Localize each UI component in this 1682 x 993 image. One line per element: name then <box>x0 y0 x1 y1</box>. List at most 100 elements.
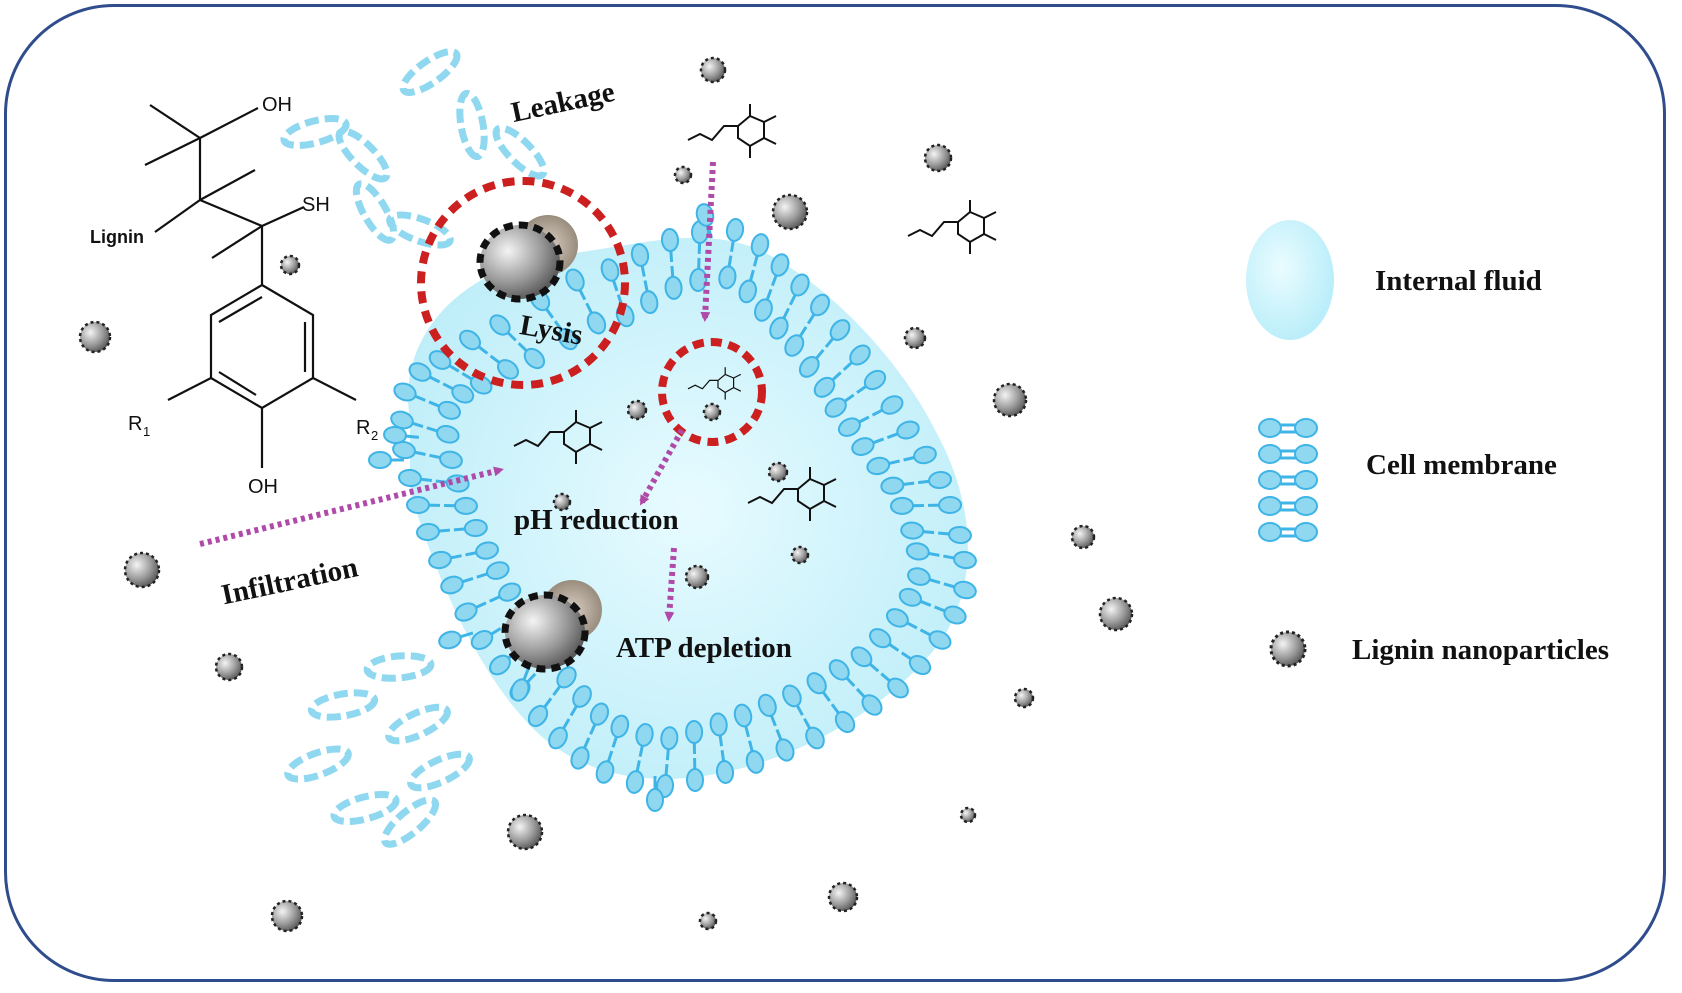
infiltration-label: Infiltration <box>219 551 361 611</box>
phospholipid <box>392 440 426 460</box>
phospholipid <box>919 628 952 650</box>
phospholipid <box>393 382 426 402</box>
phospholipid <box>803 717 825 750</box>
phospholipid <box>428 400 461 420</box>
arrow-to-ph <box>639 428 685 506</box>
phenolic-molecule <box>687 367 742 400</box>
arrow-down-to-ring <box>700 161 716 322</box>
membrane-fragment <box>386 211 454 249</box>
phospholipid <box>927 495 962 515</box>
nanoparticle <box>702 402 722 422</box>
phospholipid <box>461 372 493 395</box>
nanoparticle <box>771 193 809 231</box>
legend-cell-membrane-label: Cell membrane <box>1366 449 1557 481</box>
nanoparticle <box>123 551 161 589</box>
phospholipid <box>548 718 571 750</box>
phospholipid <box>738 269 757 304</box>
phospholipid <box>837 415 870 437</box>
phospholipid <box>527 697 553 728</box>
phospholipid <box>440 575 474 595</box>
phospholipid <box>769 307 790 340</box>
membrane-fragment <box>335 127 391 183</box>
phospholipid <box>438 630 474 650</box>
nanoparticle <box>992 382 1028 418</box>
leakage-label: Leakage <box>508 76 617 129</box>
lignin-label: Lignin <box>90 227 144 247</box>
ph-reduction-label: pH reduction <box>514 504 679 536</box>
r1-label: R 1 <box>128 413 150 439</box>
phospholipid <box>851 437 885 456</box>
membrane-fragment <box>284 745 352 783</box>
phospholipid <box>775 728 795 762</box>
nanoparticle <box>214 652 244 682</box>
phospholipid <box>850 646 880 673</box>
phospholipid <box>871 395 904 417</box>
nanoparticle <box>552 492 572 512</box>
sh-label: SH <box>302 194 330 216</box>
phospholipid <box>470 627 502 650</box>
membrane-fragment <box>407 750 473 792</box>
phospholipid <box>869 628 900 652</box>
svg-text:R: R <box>128 413 142 435</box>
oh-bottom-label: OH <box>248 476 278 498</box>
nanoparticle <box>767 461 789 483</box>
phospholipid <box>824 393 855 418</box>
phospholipid <box>725 218 745 252</box>
phospholipid <box>465 541 499 560</box>
phospholipid <box>754 288 773 322</box>
nanoparticle <box>903 326 927 350</box>
membrane-fragment <box>363 652 435 682</box>
phospholipid <box>489 582 522 603</box>
membrane-fragment <box>330 791 400 825</box>
phospholipid <box>917 470 952 490</box>
legend-lignin-nanoparticles-label: Lignin nanoparticles <box>1352 634 1609 666</box>
legend-internal-fluid-label: Internal fluid <box>1375 265 1542 297</box>
phospholipid <box>454 601 487 622</box>
phospholipid <box>750 233 770 267</box>
nanoparticle <box>1070 524 1096 550</box>
phospholipid <box>689 257 708 292</box>
phospholipid <box>428 550 462 570</box>
phospholipid <box>589 702 610 735</box>
legend-nanoparticle-swatch <box>1269 630 1307 668</box>
phospholipid <box>610 714 630 748</box>
inner-reaction-ring <box>658 338 766 446</box>
phospholipid <box>600 258 620 292</box>
membrane-fragment <box>492 124 548 180</box>
phospholipid <box>890 496 925 515</box>
phospholipid <box>885 608 918 630</box>
svg-text:2: 2 <box>371 428 378 443</box>
phospholipid <box>569 685 592 717</box>
phospholipid <box>943 580 977 600</box>
phospholipid <box>476 561 510 580</box>
phospholipid <box>824 319 851 348</box>
phospholipid <box>510 667 531 702</box>
phospholipid <box>784 326 808 357</box>
phospholipid <box>813 371 842 398</box>
oh-top-label: OH <box>262 94 292 116</box>
phospholipid <box>933 605 967 625</box>
lysis-nanoparticle <box>476 215 578 303</box>
phospholipid <box>565 268 587 301</box>
nanoparticle <box>959 806 977 824</box>
nanoparticle <box>827 881 859 913</box>
phospholipid <box>517 342 546 370</box>
phospholipid <box>830 703 856 734</box>
nanoparticle <box>923 143 953 173</box>
phospholipid <box>383 425 420 445</box>
phenolic-molecule <box>907 200 997 254</box>
phospholipid <box>408 362 441 384</box>
phospholipid <box>398 468 433 488</box>
phospholipid <box>856 369 887 394</box>
phospholipid <box>664 265 683 300</box>
figure-frame <box>4 4 1666 982</box>
membrane-fragment <box>399 48 461 96</box>
lignin-nanoparticles-scatter <box>78 56 1134 933</box>
phospholipid <box>715 749 735 784</box>
svg-text:1: 1 <box>143 424 150 439</box>
nanoparticle <box>698 911 718 931</box>
phospholipid <box>406 495 441 515</box>
phospholipid <box>459 329 489 355</box>
membrane-fragment <box>385 703 451 745</box>
